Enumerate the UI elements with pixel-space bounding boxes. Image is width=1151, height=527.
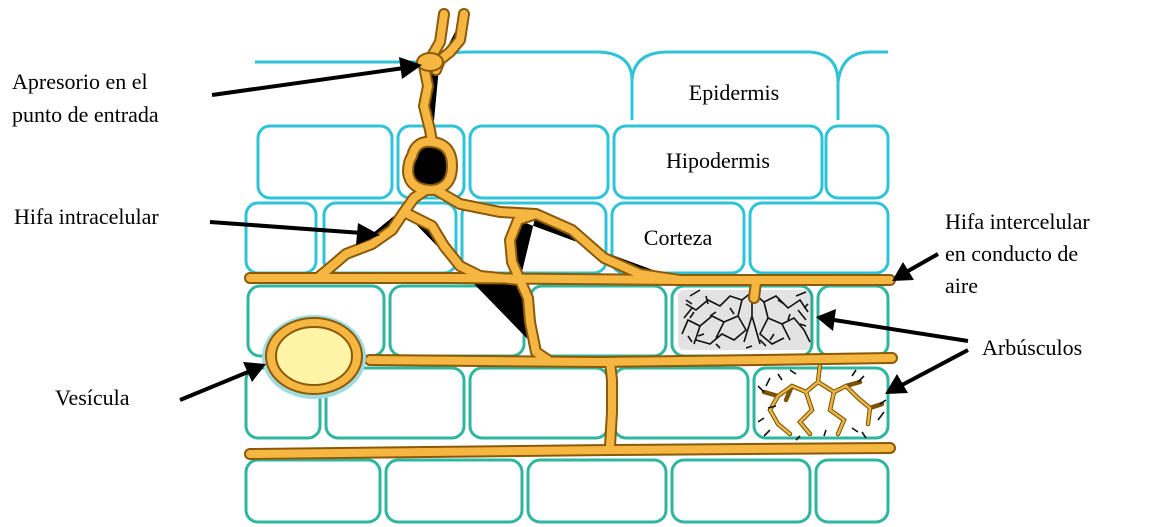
cortex-cell (816, 460, 888, 522)
cortex-cell (672, 460, 810, 522)
vesicle (262, 315, 366, 399)
label-appressorium-line2: punto de entrada (12, 102, 159, 127)
arrow-appressorium (212, 68, 404, 95)
label-arbuscules: Arbúsculos (982, 335, 1082, 360)
cortex-cell (750, 203, 888, 273)
label-hypodermis: Hipodermis (666, 148, 770, 173)
cortex-cell (386, 460, 522, 522)
hypodermis-cell (258, 126, 392, 198)
label-intercellular-line3: aire (945, 273, 978, 298)
cortex-cell (246, 203, 316, 273)
arrow-arbuscule-bottom (902, 350, 968, 385)
epidermis-cell-mid (430, 52, 632, 120)
label-vesicle: Vesícula (55, 385, 130, 410)
epidermis-cell-edge (838, 52, 888, 82)
label-intercellular-line1: Hifa intercelular (945, 209, 1090, 234)
cortex-cell (246, 460, 380, 522)
arrow-vesicle (180, 372, 248, 400)
epidermis-layer (255, 52, 888, 120)
label-intracellular-hypha: Hifa intracelular (14, 204, 159, 229)
arbuscule-dark (678, 290, 812, 350)
arrow-intercellular (908, 254, 938, 271)
cortex-cell (614, 368, 748, 438)
cortex-cell (530, 286, 666, 356)
appressorium (417, 53, 443, 71)
label-intercellular-line2: en conducto de (945, 241, 1078, 266)
label-cortex: Corteza (644, 225, 713, 250)
cortex-cell (528, 460, 666, 522)
hypodermis-cell (470, 126, 608, 198)
hypodermis-layer (258, 126, 888, 198)
hypodermis-cell (826, 126, 888, 198)
vesicle-body (276, 327, 352, 385)
cortex-cell (470, 368, 608, 438)
label-appressorium-line1: Apresorio en el (12, 69, 148, 94)
label-epidermis: Epidermis (689, 80, 779, 105)
